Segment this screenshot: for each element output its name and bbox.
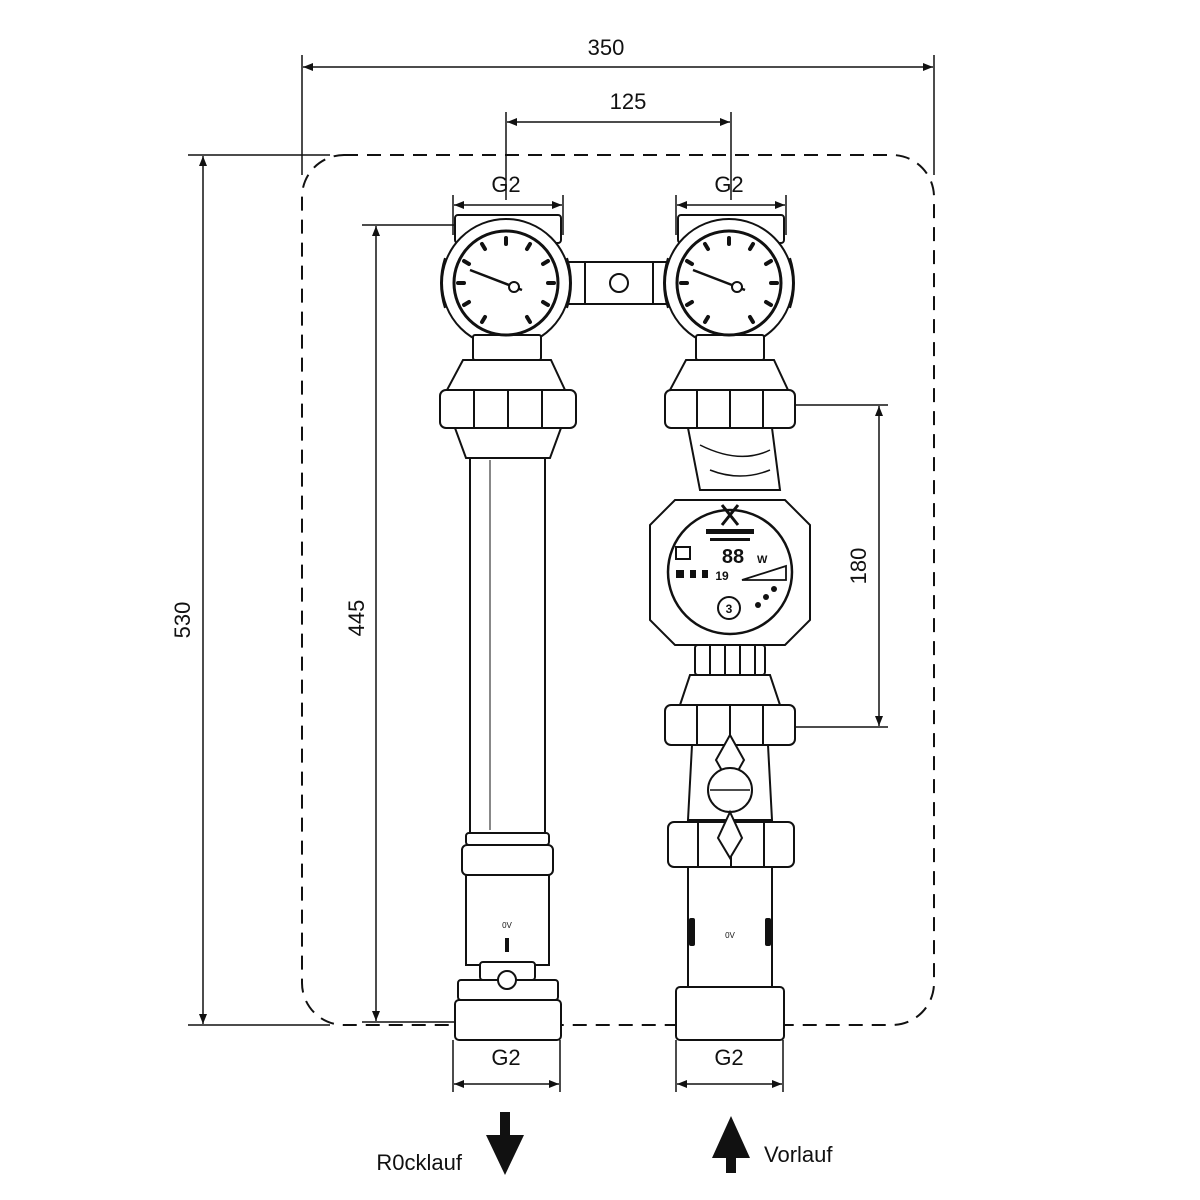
dimension-530-label: 530: [170, 602, 195, 639]
dimension-125: [505, 112, 732, 200]
thread-label-top-left: G2: [491, 172, 520, 197]
pump-face: [666, 504, 794, 636]
pump-bars: [676, 570, 708, 578]
pump-power-ramp: [741, 564, 787, 581]
pump-leds: [755, 586, 777, 608]
thermometer-left: [452, 229, 560, 337]
left-branch: [439, 214, 577, 1041]
marking-left-lower: 0V: [502, 921, 512, 930]
dimension-125-label: 125: [610, 89, 647, 114]
return-arrow-down: [486, 1112, 524, 1175]
return-label: R0cklauf: [376, 1150, 462, 1175]
supply-arrow-up: [712, 1116, 750, 1173]
check-valve-indicator-left: [505, 938, 509, 952]
pump-display-unit: W: [757, 554, 768, 566]
thread-dim-top-right: [675, 195, 787, 235]
dimension-445: [362, 224, 470, 1023]
housing-outline: [301, 154, 935, 1026]
thread-dim-bottom-left: [452, 1040, 561, 1092]
thread-label-bottom-left: G2: [491, 1045, 520, 1070]
check-valve-left: [497, 970, 517, 990]
thread-dim-bottom-right: [675, 1040, 784, 1092]
pump-display-small: 19: [715, 569, 729, 583]
marking-right-lower: 0V: [725, 931, 735, 940]
ball-valve-handle[interactable]: [707, 732, 753, 860]
dimension-445-label: 445: [344, 600, 369, 637]
dimension-530: [188, 154, 330, 1026]
pump-control-button-symbol: 3: [726, 602, 733, 616]
dimension-350: [301, 55, 935, 175]
sight-mark-left: [689, 918, 695, 946]
thermometer-right: [675, 229, 783, 337]
dimension-180: [785, 404, 888, 728]
sight-mark-right: [765, 918, 771, 946]
connecting-bracket: [562, 261, 676, 305]
pump-display-value: 88: [722, 546, 744, 568]
thread-dim-top-left: [452, 195, 564, 235]
dimension-180-label: 180: [846, 548, 871, 585]
thread-label-bottom-right: G2: [714, 1045, 743, 1070]
thread-label-top-right: G2: [714, 172, 743, 197]
dimension-350-label: 350: [588, 35, 625, 60]
pump-control-button[interactable]: [717, 596, 741, 620]
supply-label: Vorlauf: [764, 1142, 833, 1167]
